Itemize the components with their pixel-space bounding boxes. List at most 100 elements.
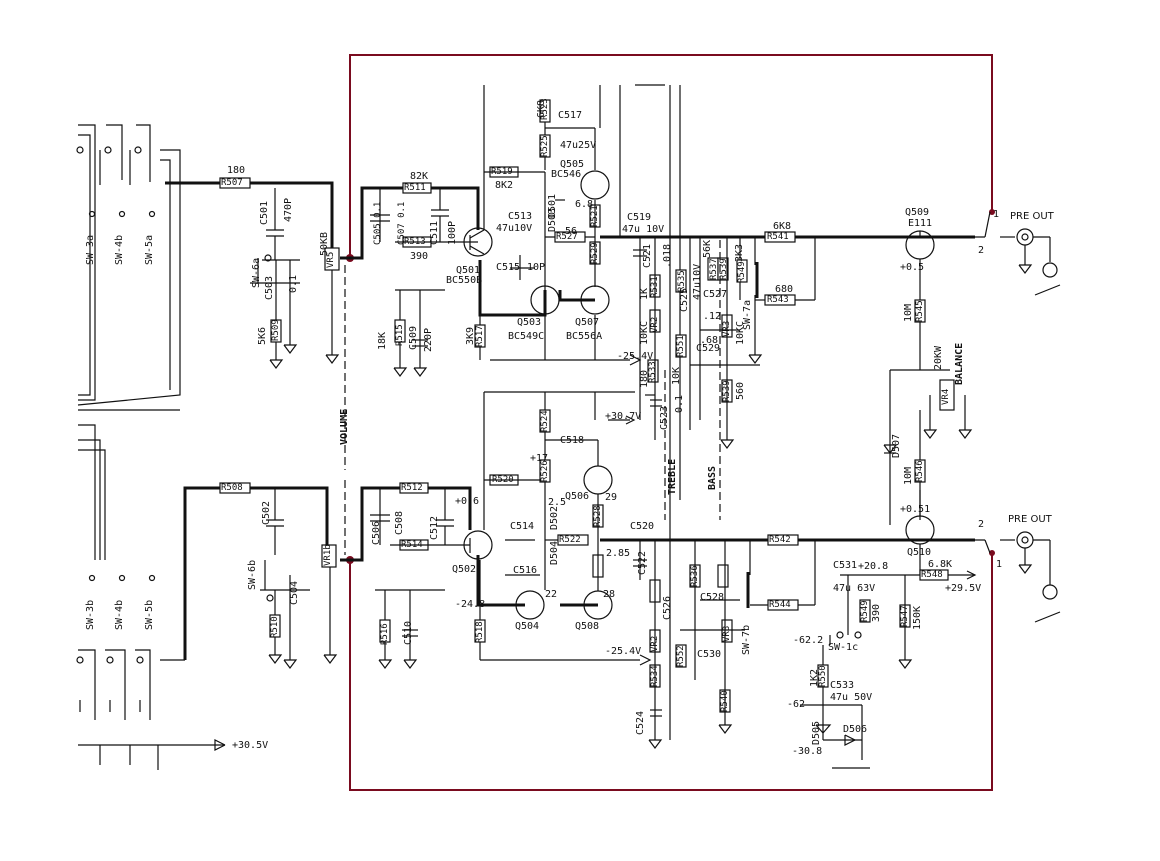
pre-out-label-top: PRE OUT bbox=[1010, 211, 1054, 222]
cap-label-c530: C530 bbox=[697, 649, 722, 660]
resistor-label-r534: R534 bbox=[650, 665, 660, 687]
pot-label-vr3a: VR3 bbox=[722, 320, 732, 337]
resistor-label-r529: R529 bbox=[590, 242, 600, 264]
pot-label-vr5: VR5 bbox=[326, 251, 336, 268]
switch-label-sw3b: SW-3b bbox=[85, 599, 96, 630]
resistor-label-r528: R528 bbox=[593, 505, 603, 527]
pot-label-vr2a: VR2 bbox=[650, 316, 660, 333]
cap-label-c502: C502 bbox=[261, 500, 272, 525]
cap-label-c533: C533 bbox=[830, 680, 855, 691]
frame-node-bottom-right bbox=[989, 550, 995, 556]
pin-label-1-bottom: 1 bbox=[996, 559, 1003, 570]
switch-label-sw5a: SW-5a bbox=[144, 234, 155, 265]
value-label-8k2: 8K2 bbox=[495, 180, 514, 191]
vr1-section bbox=[219, 480, 346, 669]
cap-label-c504: C504 bbox=[289, 580, 300, 605]
value-label-plus-0-5: +0.5 bbox=[900, 262, 925, 273]
value-label-470p: 470P bbox=[283, 197, 294, 222]
resistor-label-r545: R545 bbox=[915, 300, 925, 322]
cap-label-c503: C503 bbox=[264, 275, 275, 300]
value-label-1k: 1K bbox=[639, 287, 650, 300]
value-label-56k: 56K bbox=[702, 239, 713, 258]
resistor-label-r537: R537 bbox=[709, 258, 719, 280]
value-label-5k6: 5K6 bbox=[257, 326, 268, 345]
value-label-6k8-r541: 6K8 bbox=[773, 221, 792, 232]
cap-label-c526: C526 bbox=[662, 595, 673, 620]
signal-path-bottom-input bbox=[183, 486, 329, 660]
diode-label-d502: D502 bbox=[549, 505, 560, 530]
transistor-type-bc556a: BC556A bbox=[566, 331, 603, 342]
transistor-label-q510: Q510 bbox=[907, 547, 932, 558]
value-label-47u-63v: 47u 63V bbox=[833, 583, 876, 594]
pin-label-2-top: 2 bbox=[978, 245, 985, 256]
resistor-label-r522: R522 bbox=[559, 535, 581, 545]
value-label-minus-25-4v-top: -25.4V bbox=[617, 351, 654, 362]
resistor-label-r515: R515 bbox=[395, 324, 405, 346]
switch-label-sw5b: SW-5b bbox=[144, 599, 155, 630]
resistor-label-r542: R542 bbox=[769, 535, 791, 545]
resistor-label-r523: R523 bbox=[540, 98, 550, 120]
switch-label-sw4b-top: SW-4b bbox=[114, 234, 125, 265]
value-label-minus-25-4v-bottom: -25.4V bbox=[605, 646, 642, 657]
value-label-47u: 47u10V bbox=[692, 263, 703, 300]
transistor-type-bc550b: BC550B bbox=[446, 275, 483, 286]
bass-label: BASS bbox=[707, 465, 718, 490]
cap-label-c501: C501 bbox=[259, 200, 270, 225]
resistor-label-r518: R518 bbox=[475, 621, 485, 643]
value-label-47u-50v: 47u 50V bbox=[830, 692, 873, 703]
cap-label-c505: C505 0.1 bbox=[373, 201, 383, 245]
cap-label-c523: C523 bbox=[659, 405, 670, 430]
value-label-68: .68 bbox=[700, 335, 719, 346]
value-label-47u-10v: 47u 10V bbox=[622, 224, 665, 235]
cap-label-c518: C518 bbox=[560, 435, 585, 446]
resistor-label-r507: R507 bbox=[221, 178, 243, 188]
switch-label-sw7a: SW-7a bbox=[742, 299, 753, 330]
pin-label-2-bottom: 2 bbox=[978, 519, 985, 530]
pre-out-label-bottom: PRE OUT bbox=[1008, 514, 1052, 525]
cap-label-c524: C524 bbox=[635, 710, 646, 735]
transistor-label-q507: Q507 bbox=[575, 317, 600, 328]
value-label-minus-62: -62 bbox=[787, 699, 806, 710]
signal-path-q504-q508 bbox=[476, 555, 598, 607]
value-label-680: 680 bbox=[775, 284, 794, 295]
balance-label: BALANCE bbox=[954, 342, 965, 385]
cap-label-c525: C525 bbox=[679, 287, 690, 312]
pot-label-vr1b: VR1b bbox=[323, 544, 333, 566]
resistor-label-r524: R524 bbox=[540, 410, 550, 432]
value-label-c523-value: 0.1 bbox=[674, 394, 685, 413]
cap-label-c508: C508 bbox=[394, 510, 405, 535]
cap-label-c513: C513 bbox=[508, 211, 533, 222]
supply-line-bottom-left bbox=[78, 739, 226, 770]
pot-label-vr2b: VR2 bbox=[650, 635, 660, 652]
resistor-label-r514: R514 bbox=[401, 540, 423, 550]
tone-section bbox=[633, 85, 763, 740]
vr5-section bbox=[219, 177, 346, 470]
cap-label-c521: C521 bbox=[642, 243, 653, 268]
value-label-10kc-left: 10KC bbox=[639, 320, 650, 345]
value-label-plus-30-5v: +30.5V bbox=[232, 740, 269, 751]
value-label-6-8: 6.8 bbox=[575, 199, 594, 210]
transistor-label-q505: Q505 bbox=[560, 159, 585, 170]
cap-label-c515: C515 bbox=[496, 262, 521, 273]
cap-label-c506: C506 bbox=[371, 520, 382, 545]
value-label-47u10v: 47u10V bbox=[496, 223, 533, 234]
switch-label-sw7b: SW-7b bbox=[741, 624, 752, 655]
transistor-label-q503: Q503 bbox=[517, 317, 542, 328]
switch-label-sw6b: SW-6b bbox=[247, 559, 258, 590]
frame-node-top-right bbox=[989, 209, 995, 215]
switch-label-sw4b-bottom: SW-4b bbox=[114, 599, 125, 630]
resistor-label-r519: R519 bbox=[491, 167, 513, 177]
cap-label-c522: C522 bbox=[637, 550, 648, 575]
resistor-label-r551: R551 bbox=[676, 335, 686, 357]
switch-bank-top bbox=[76, 124, 181, 411]
value-label-plus-0-51: +0.51 bbox=[900, 504, 931, 515]
resistor-label-r508: R508 bbox=[221, 483, 243, 493]
resistor-label-r517: R517 bbox=[475, 325, 485, 347]
resistor-label-r525: R525 bbox=[540, 135, 550, 157]
resistor-label-r516: R516 bbox=[380, 623, 390, 645]
cap-label-c512: C512 bbox=[429, 515, 440, 540]
highlight-frame bbox=[349, 54, 993, 791]
diode-label-d501: D501 bbox=[547, 193, 558, 218]
signal-path-bottom-volume bbox=[340, 486, 472, 562]
value-label-2-85: 2.85 bbox=[606, 548, 631, 559]
